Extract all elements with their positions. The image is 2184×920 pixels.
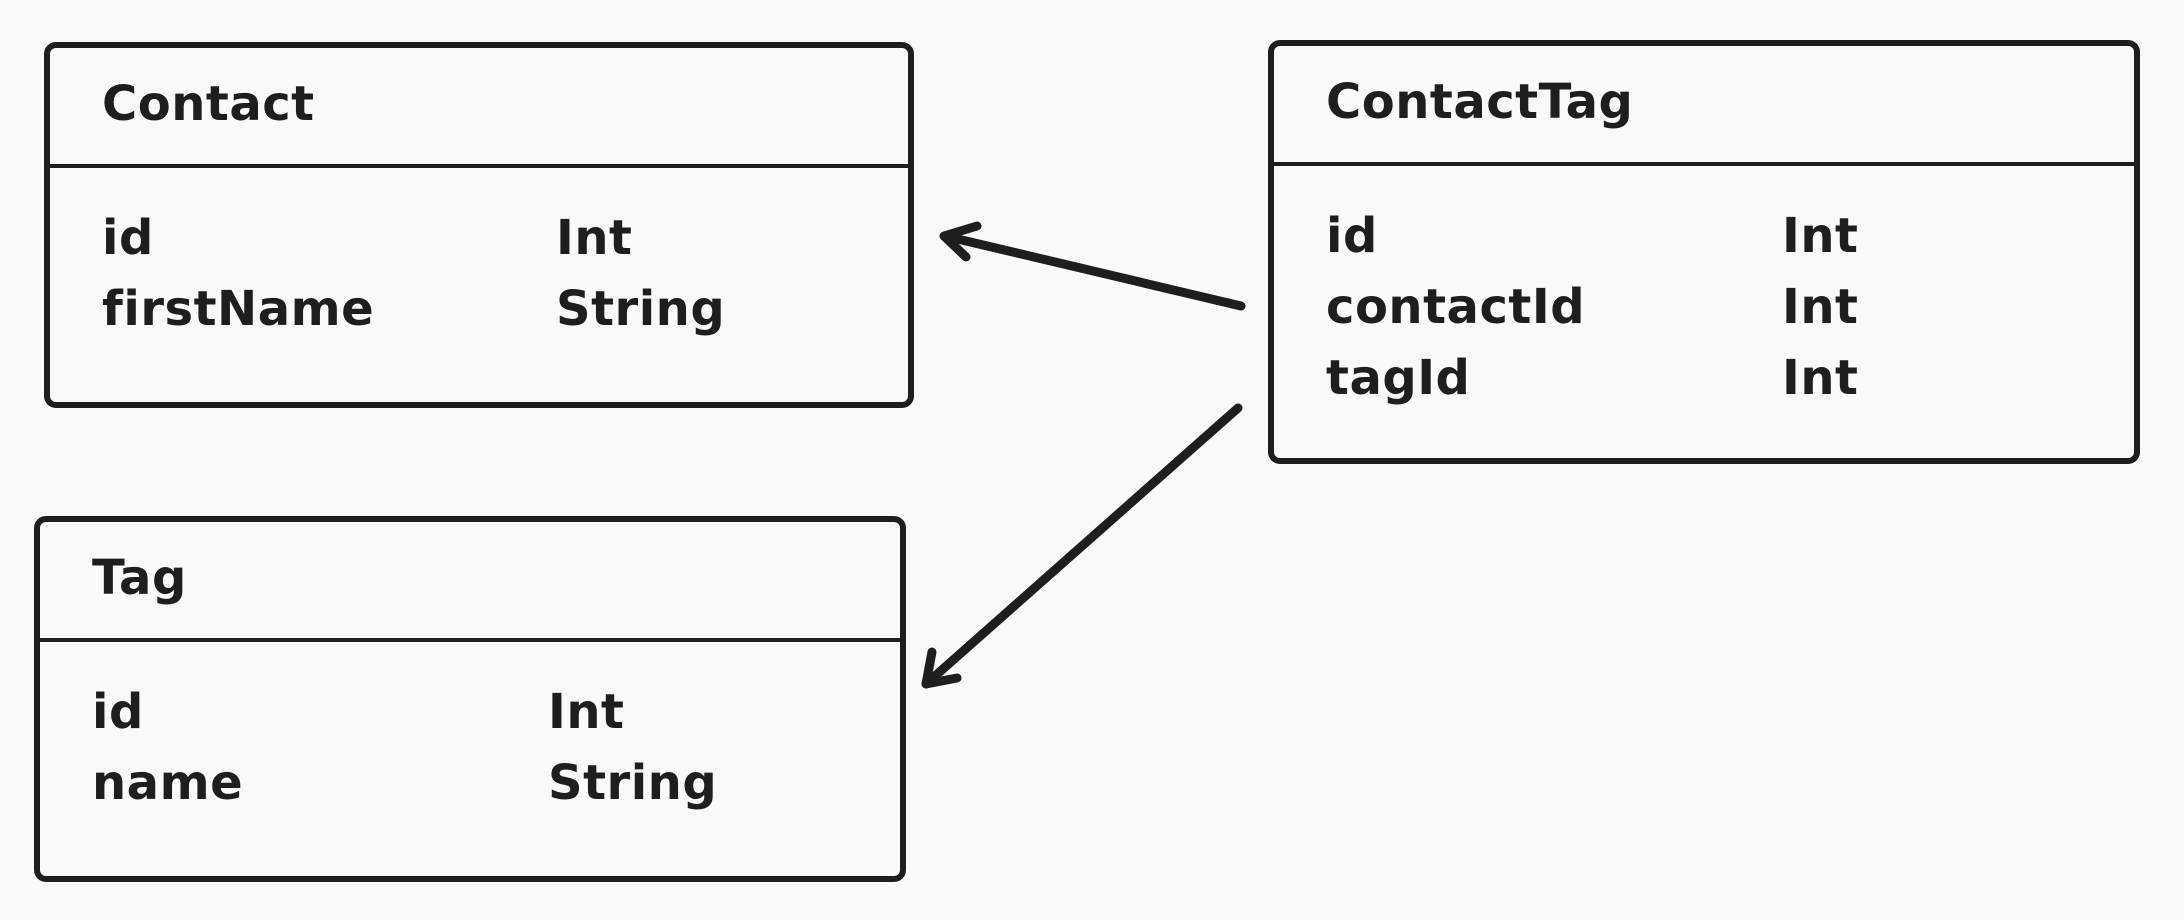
entity-contact[interactable]: Contact id Int firstName String — [44, 42, 914, 408]
field-row: id Int — [50, 210, 908, 281]
field-name: contactId — [1326, 279, 1586, 335]
field-type: String — [556, 281, 726, 337]
field-row: tagId Int — [1274, 350, 2134, 421]
entity-contact-title: Contact — [102, 76, 315, 132]
arrowhead-icon — [921, 647, 962, 689]
field-type: Int — [1782, 279, 1859, 335]
field-type: String — [548, 755, 718, 811]
field-name: firstName — [102, 281, 375, 337]
entity-contact-tag[interactable]: ContactTag id Int contactId Int tagId In… — [1268, 40, 2140, 464]
entity-contact-fields: id Int firstName String — [50, 168, 908, 352]
entity-tag-header: Tag — [40, 522, 900, 642]
field-type: Int — [548, 684, 625, 740]
entity-tag-title: Tag — [92, 550, 187, 606]
entity-contact-tag-fields: id Int contactId Int tagId Int — [1274, 166, 2134, 421]
field-name: id — [102, 210, 154, 266]
field-row: name String — [40, 755, 900, 826]
field-row: contactId Int — [1274, 279, 2134, 350]
field-name: id — [92, 684, 144, 740]
field-type: Int — [556, 210, 633, 266]
entity-tag-fields: id Int name String — [40, 642, 900, 826]
field-type: Int — [1782, 208, 1859, 264]
entity-tag[interactable]: Tag id Int name String — [34, 516, 906, 882]
arrow-line — [940, 231, 1246, 311]
arrow-line — [921, 403, 1243, 689]
field-row: id Int — [40, 684, 900, 755]
field-row: firstName String — [50, 281, 908, 352]
field-name: tagId — [1326, 350, 1471, 406]
relation-arrow-contact — [939, 221, 1246, 311]
field-name: id — [1326, 208, 1378, 264]
relation-arrow-tag — [921, 403, 1243, 689]
entity-contact-tag-header: ContactTag — [1274, 46, 2134, 166]
field-row: id Int — [1274, 208, 2134, 279]
entity-contact-tag-title: ContactTag — [1326, 74, 1634, 130]
field-name: name — [92, 755, 244, 811]
field-type: Int — [1782, 350, 1859, 406]
entity-contact-header: Contact — [50, 48, 908, 168]
arrowhead-icon — [939, 221, 982, 262]
